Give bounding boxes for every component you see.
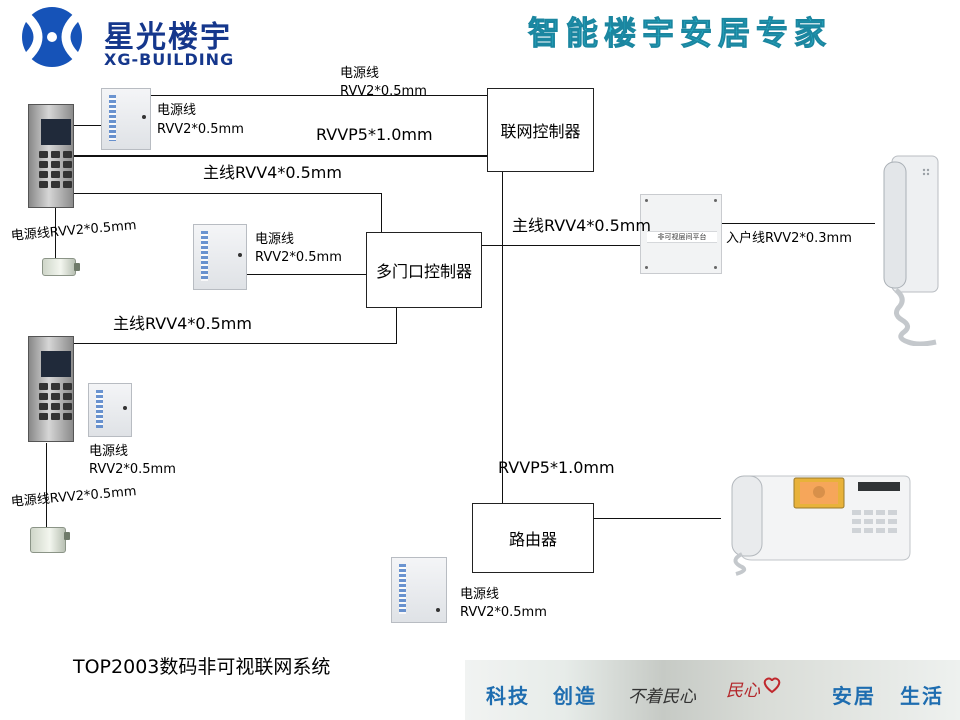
outdoor-panel-2 xyxy=(28,336,74,442)
label-lock2-power: 电源线RVV2*0.5mm xyxy=(10,484,138,510)
footer-word-life: 生活 xyxy=(900,684,944,708)
footer-script-2: 民心 xyxy=(726,681,760,701)
label-rvvp-bottom: RVVP5*1.0mm xyxy=(498,458,615,477)
indoor-handset xyxy=(874,150,950,347)
decoder-label-bar: 非可视层间平台 xyxy=(647,231,717,243)
label-main-line-1: 主线RVV4*0.5mm xyxy=(203,163,342,182)
brand-name-cn: 星光楼宇 xyxy=(104,20,232,55)
label-lock1-power: 电源线RVV2*0.5mm xyxy=(10,218,138,244)
wire-rvvp-top xyxy=(74,155,487,157)
footer-word-create: 创造 xyxy=(553,684,597,708)
logo xyxy=(10,6,94,68)
wire-psu2 xyxy=(246,274,367,275)
label-psu2-spec: RVV2*0.5mm xyxy=(255,250,342,265)
wire-main-1 xyxy=(74,193,382,194)
label-psu1-spec: RVV2*0.5mm xyxy=(157,122,244,137)
wire-main-1-down xyxy=(381,193,382,233)
label-household-line: 入户线RVV2*0.3mm xyxy=(726,231,852,246)
wire-router-monitor xyxy=(593,518,721,519)
slogan: 智能楼宇安居专家 xyxy=(527,14,833,53)
electric-lock-2 xyxy=(30,527,70,553)
power-supply-4 xyxy=(391,557,447,623)
electric-lock-1 xyxy=(42,258,80,276)
label-psu4-spec: RVV2*0.5mm xyxy=(460,605,547,620)
label-psu2-title: 电源线 xyxy=(255,232,295,247)
footer-banner xyxy=(465,660,960,720)
label-main-line-2: 主线RVV4*0.5mm xyxy=(113,314,252,333)
label-psu3-spec: RVV2*0.5mm xyxy=(89,462,176,477)
wire-md-right xyxy=(481,245,640,246)
multi-door-controller: 多门口控制器 xyxy=(366,232,482,308)
power-supply-2 xyxy=(193,224,247,290)
wire-top-power xyxy=(150,95,487,96)
network-controller: 联网控制器 xyxy=(487,88,594,172)
logo-mark-icon xyxy=(20,7,84,67)
wire-main-2-down xyxy=(396,307,397,344)
power-supply-3 xyxy=(88,383,132,437)
wire-panel1-lock1 xyxy=(55,208,56,258)
label-psu4-title: 电源线 xyxy=(460,587,500,602)
heart-icon xyxy=(762,676,782,694)
wire-household xyxy=(722,223,875,224)
floor-decoder: 非可视层间平台 xyxy=(640,194,722,274)
brand-name-en: XG-BUILDING xyxy=(104,50,235,69)
video-monitor xyxy=(722,470,912,576)
wire-main-2 xyxy=(74,343,397,344)
footer-word-tech: 科技 xyxy=(486,684,530,708)
footer-word-home: 安居 xyxy=(832,684,876,708)
label-psu1-title: 电源线 xyxy=(157,103,197,118)
footer-script-1: 不着民心 xyxy=(628,687,696,707)
wire-panel2-lock2 xyxy=(46,443,47,527)
label-main-line-right: 主线RVV4*0.5mm xyxy=(512,216,651,235)
wire-trunk xyxy=(502,171,503,504)
wire-panel1-psu1 xyxy=(74,125,102,126)
label-top-power-spec: RVV2*0.5mm xyxy=(340,84,427,99)
router: 路由器 xyxy=(472,503,594,573)
power-supply-1 xyxy=(101,88,151,150)
system-caption: TOP2003数码非可视联网系统 xyxy=(73,656,331,678)
outdoor-panel-1 xyxy=(28,104,74,208)
label-psu3-title: 电源线 xyxy=(89,444,129,459)
label-top-power-title: 电源线 xyxy=(340,66,380,81)
label-rvvp-top: RVVP5*1.0mm xyxy=(316,125,433,144)
